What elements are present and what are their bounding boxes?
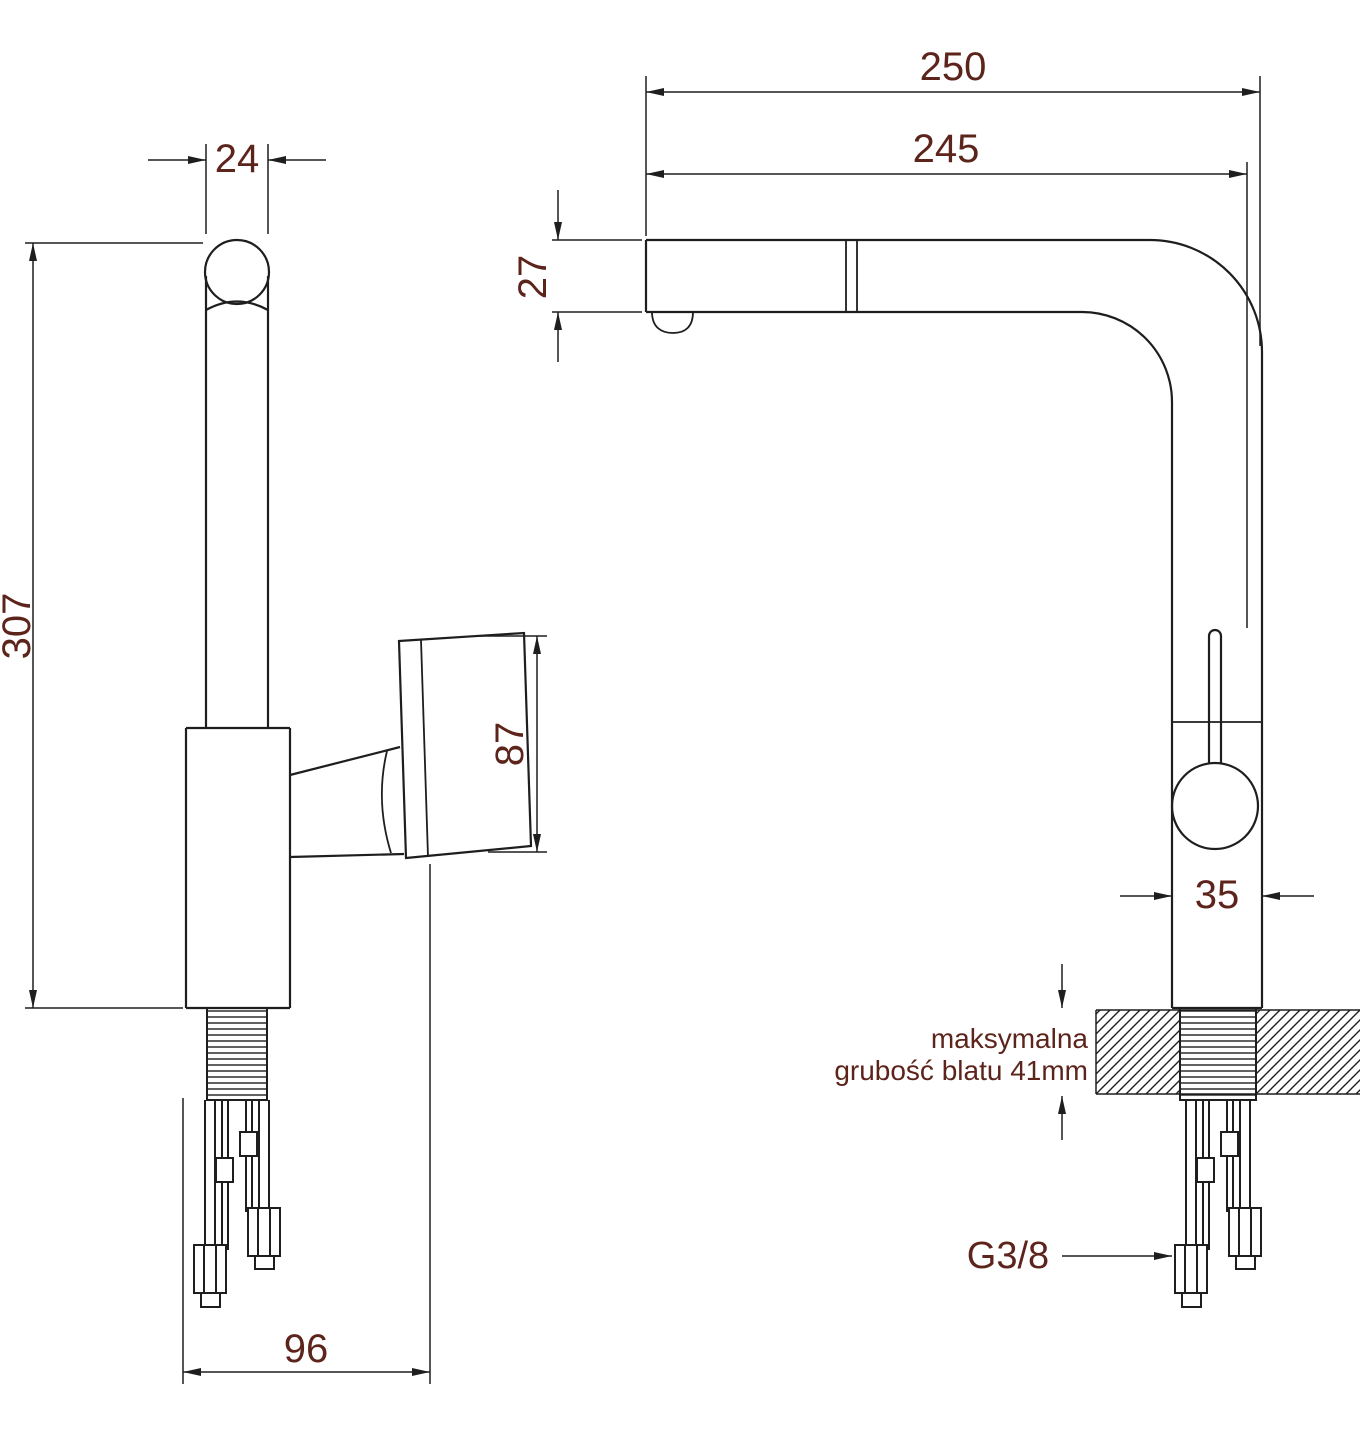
dim-label-87: 87 (488, 722, 532, 767)
aerator (651, 311, 694, 334)
spout-neck-arc (205, 300, 269, 311)
handle-stick (1207, 628, 1223, 763)
countertop-note-line1: maksymalna (931, 1023, 1089, 1054)
dim-spout-tube-height: 27 (511, 190, 642, 362)
dim-base-depth: 96 (182, 864, 431, 1384)
spout-end-circle (203, 238, 271, 306)
dim-label-96: 96 (284, 1327, 329, 1371)
dim-handle-length: 87 (478, 635, 547, 853)
dim-label-245: 245 (913, 127, 980, 171)
dim-spout-reach: 245 (646, 127, 1248, 628)
dim-label-250: 250 (920, 45, 987, 89)
dim-label-307: 307 (0, 593, 39, 660)
countertop-section: maksymalna grubość blatu 41mm (834, 964, 1360, 1140)
thread-size-label: G3/8 (967, 1235, 1049, 1277)
dim-spout-tube-width: 24 (148, 137, 326, 234)
dim-total-height: 307 (0, 242, 203, 1009)
dim-label-35: 35 (1195, 873, 1240, 917)
threaded-shank-front (1179, 1007, 1257, 1101)
side-view-faucet-outline (184, 238, 533, 1308)
dim-overall-reach: 250 (645, 45, 1261, 346)
countertop-note-line2: grubość blatu 41mm (834, 1055, 1088, 1086)
handle-pivot-circle (1170, 761, 1260, 851)
front-view: maksymalna grubość blatu 41mm 250 245 27 (511, 45, 1360, 1308)
dim-label-24: 24 (215, 137, 260, 181)
thread-size-callout: G3/8 (967, 1235, 1172, 1277)
handle-collar-arc (380, 750, 392, 854)
front-view-faucet-outline (644, 238, 1264, 1308)
dim-body-width: 35 (1120, 873, 1314, 917)
side-view: 307 24 87 96 (0, 137, 547, 1384)
threaded-shank (206, 1007, 268, 1101)
dim-label-27: 27 (511, 255, 555, 300)
